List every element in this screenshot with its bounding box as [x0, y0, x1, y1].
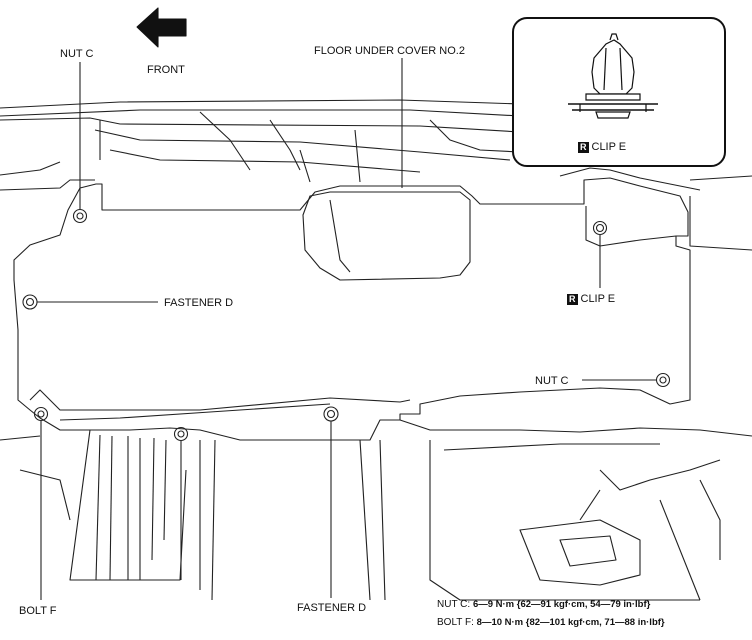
floor-under-cover-label: FLOOR UNDER COVER NO.2: [314, 45, 465, 57]
torque-spec-nut-c-value: 6—9 N·m {62—91 kgf·cm, 54—79 in·lbf}: [472, 599, 651, 610]
fastener-d-bottom-marker: [323, 406, 339, 422]
front-label: FRONT: [147, 64, 185, 76]
bolt-f-marker-2: [173, 426, 189, 442]
front-arrow-icon: [136, 7, 187, 48]
nut-c-right-marker: [655, 372, 671, 388]
clip-e-inset-text: CLIP E: [591, 141, 627, 153]
clip-e-inset: [512, 17, 726, 167]
nut-c-top-label: NUT C: [60, 48, 94, 60]
torque-spec-bolt-f-name: BOLT F:: [437, 617, 474, 628]
clip-e-text: CLIP E: [580, 293, 616, 305]
torque-spec-bolt-f: BOLT F: 8—10 N·m {82—101 kgf·cm, 71—88 i…: [437, 617, 665, 628]
fastener-d-left-marker: [22, 294, 38, 310]
r-mark-icon: R: [567, 294, 578, 305]
under-cover-outline: [13, 177, 691, 441]
nut-c-top-marker: [72, 208, 88, 224]
r-mark-icon: R: [578, 142, 589, 153]
bolt-f-marker-1: [33, 406, 49, 422]
clip-e-icon: [568, 33, 658, 119]
fastener-d-left-label: FASTENER D: [164, 297, 234, 309]
torque-spec-nut-c-name: NUT C:: [437, 599, 471, 610]
floor-under-cover-no2-bulge: [302, 191, 471, 281]
nut-c-right-label: NUT C: [535, 375, 569, 387]
torque-spec-bolt-f-value: 8—10 N·m {82—101 kgf·cm, 71—88 in·lbf}: [476, 617, 665, 628]
clip-e-marker: [592, 220, 608, 236]
bolt-f-label: BOLT F: [19, 605, 57, 617]
fastener-d-bottom-label: FASTENER D: [297, 602, 367, 614]
torque-spec-nut-c: NUT C: 6—9 N·m {62—91 kgf·cm, 54—79 in·l…: [437, 599, 650, 610]
